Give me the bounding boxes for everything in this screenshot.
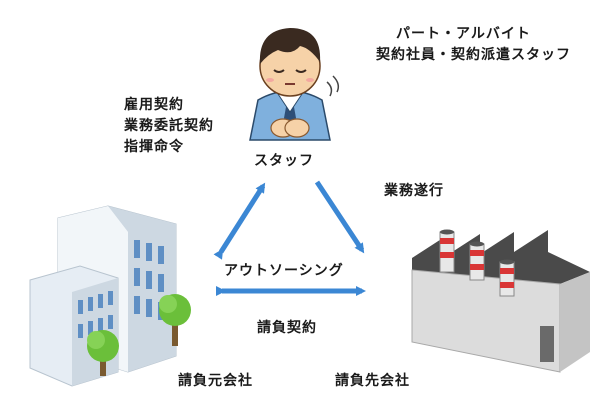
staff-bowing-icon: [249, 28, 340, 141]
contractor-company-label: 請負先会社: [335, 373, 410, 389]
contract-employment: 雇用契約: [124, 97, 184, 113]
arrow-left-diagonal: [213, 182, 266, 260]
staff-type-contract: 契約社員・契約派遣スタッフ: [376, 47, 571, 63]
contract-command: 指揮命令: [124, 139, 184, 155]
business-execution-label: 業務遂行: [384, 183, 444, 199]
client-company-label: 請負元会社: [178, 373, 253, 389]
staff-type-part-time: パート・アルバイト: [396, 26, 531, 42]
staff-label: スタッフ: [254, 153, 314, 169]
left-contracts: 雇用契約 業務委託契約 指揮命令: [124, 95, 214, 158]
factory-icon: [411, 229, 590, 373]
arrow-right-diagonal: [314, 180, 365, 254]
tree-icon: [87, 330, 119, 376]
outsourcing-label: アウトソーシング: [224, 263, 344, 279]
contract-outsourcing: 業務委託契約: [124, 118, 214, 134]
staff-types: パート・アルバイト 契約社員・契約派遣スタッフ: [376, 24, 571, 66]
tree-icon: [159, 294, 191, 346]
contract-label: 請負契約: [257, 320, 317, 336]
